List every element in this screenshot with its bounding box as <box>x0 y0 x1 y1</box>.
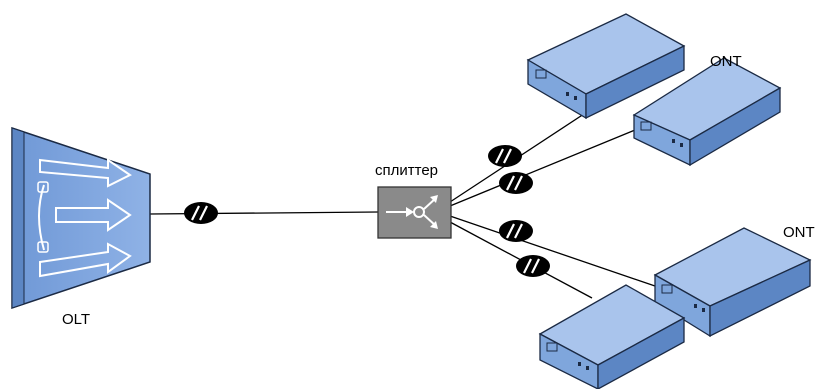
fiber-to-ont-2 <box>449 129 636 207</box>
ont-terminal-icon <box>538 284 686 389</box>
fiber-connector-icon <box>516 255 550 277</box>
ont-label-top: ONT <box>710 53 742 70</box>
ont-terminal-icon <box>632 57 782 167</box>
fiber-connector-icon <box>499 172 533 194</box>
fiber-connector-icon <box>499 220 533 242</box>
ont-terminal-icon <box>653 227 812 338</box>
splitter-label: сплиттер <box>375 162 439 179</box>
ont-label-bottom: ONT <box>783 224 815 241</box>
fiber-to-ont-3 <box>449 215 656 287</box>
olt-transmitter-icon <box>11 126 151 310</box>
optical-splitter-icon <box>377 186 452 239</box>
ont-terminal-icon <box>526 13 686 120</box>
fiber-connector-icon <box>488 145 522 167</box>
fiber-connector-icon <box>184 202 218 224</box>
olt-label: OLT <box>62 311 91 328</box>
